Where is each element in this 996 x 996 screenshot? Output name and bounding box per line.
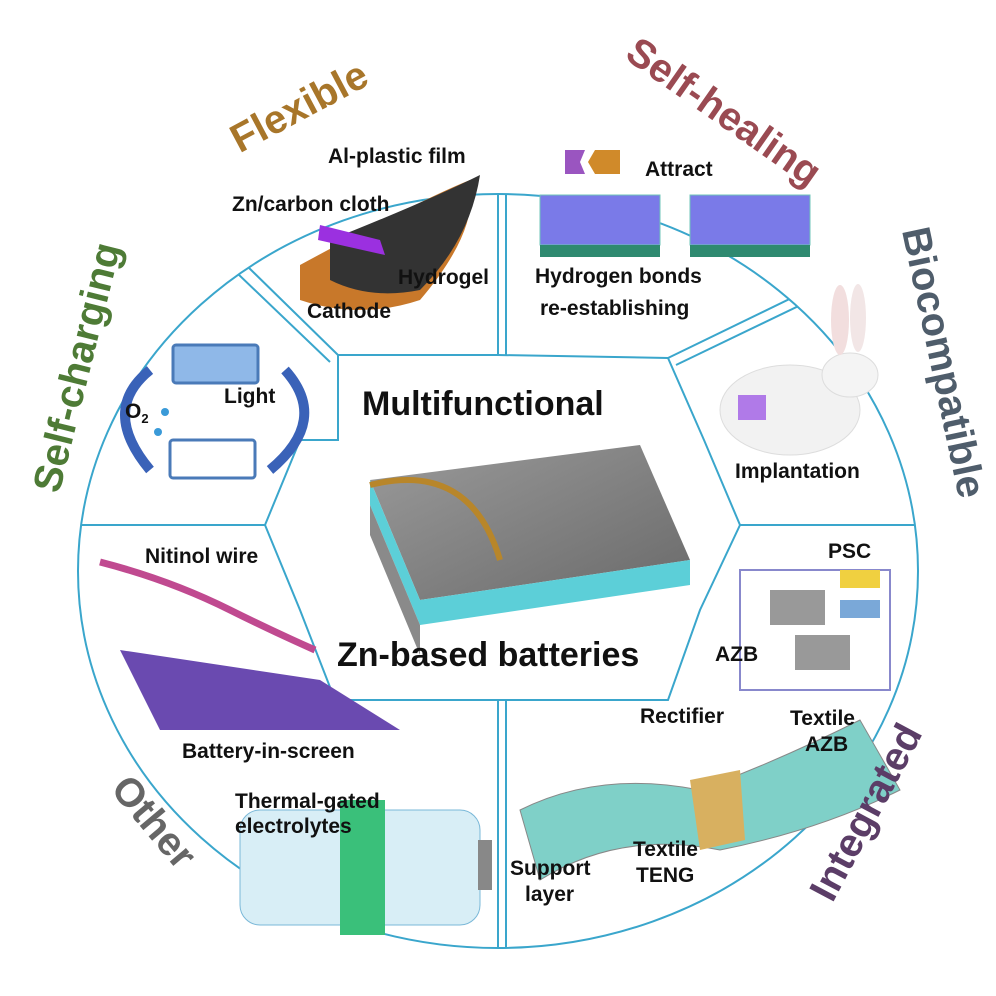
label-support: Support — [510, 857, 591, 880]
label-layer: layer — [525, 883, 575, 906]
label-nitinol-wire: Nitinol wire — [145, 545, 259, 568]
label-light: Light — [224, 385, 276, 408]
integrated-image — [519, 569, 901, 881]
label-rectifier: Rectifier — [640, 705, 725, 728]
label-azb-psc: AZB — [715, 643, 759, 666]
label-textile-azb-1: Textile — [790, 707, 855, 730]
label-hydrogel: Hydrogel — [398, 266, 490, 289]
flexible-battery-image — [300, 175, 480, 310]
label-attract: Attract — [645, 158, 713, 181]
self-healing-image — [539, 150, 811, 257]
label-zn-carbon-cloth: Zn/carbon cloth — [232, 193, 390, 216]
label-textile-teng-1: Textile — [633, 838, 698, 861]
rabbit-image — [719, 284, 879, 456]
label-al-plastic-film: Al-plastic film — [328, 145, 466, 168]
label-thermal-gated: Thermal-gated — [235, 790, 380, 813]
o2-subscript: 2 — [141, 411, 149, 427]
self-charging-image — [120, 343, 310, 480]
label-psc: PSC — [828, 540, 872, 563]
label-teng: TENG — [636, 864, 695, 887]
label-re-establishing: re-establishing — [540, 297, 690, 320]
label-textile-azb-2: AZB — [805, 733, 849, 756]
label-electrolytes: electrolytes — [235, 815, 352, 838]
title-zn-based-batteries: Zn-based batteries — [337, 636, 640, 674]
other-image — [99, 558, 492, 935]
label-o2: O2 — [125, 400, 149, 426]
battery-illustration — [369, 445, 690, 655]
label-cathode: Cathode — [307, 300, 391, 323]
label-implantation: Implantation — [735, 460, 860, 483]
label-hydrogen-bonds: Hydrogen bonds — [535, 265, 702, 288]
title-multifunctional: Multifunctional — [362, 385, 604, 423]
o2-text: O — [125, 400, 142, 423]
label-battery-in-screen: Battery-in-screen — [182, 740, 355, 763]
